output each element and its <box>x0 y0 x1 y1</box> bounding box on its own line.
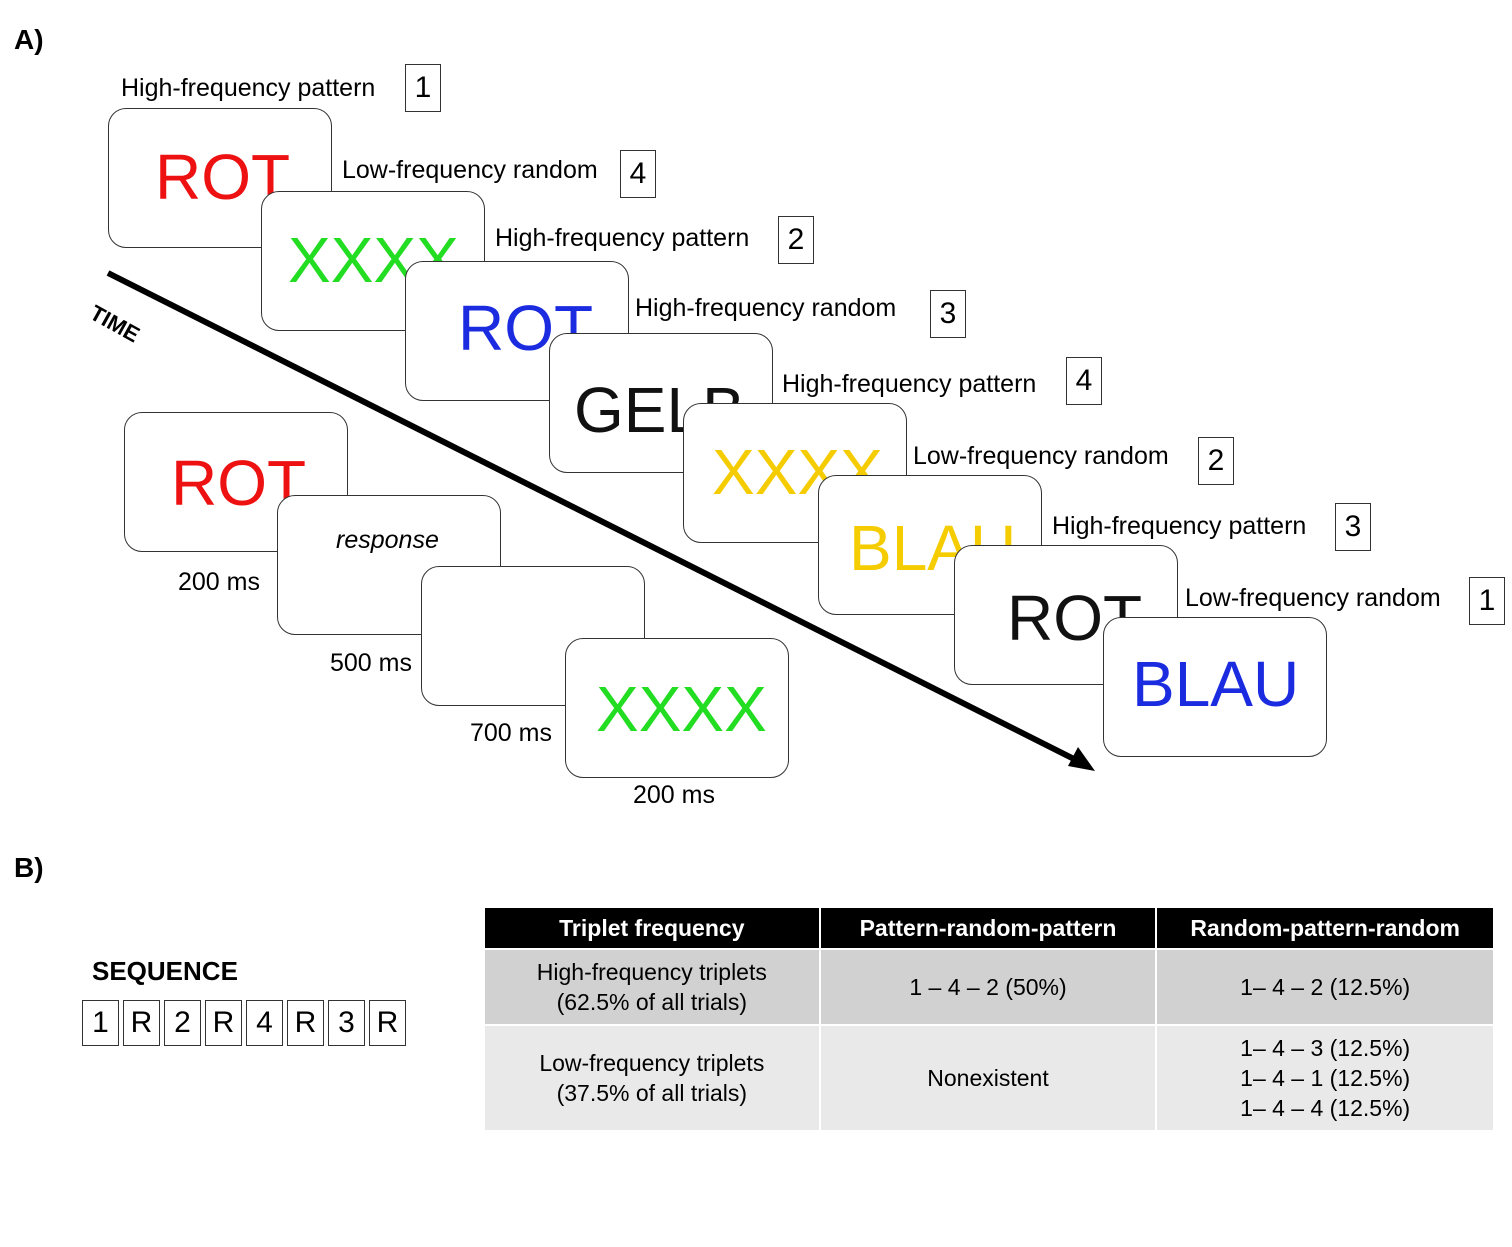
cell-line: 1– 4 – 3 (12.5%) <box>1240 1035 1411 1061</box>
table-cell: 1– 4 – 3 (12.5%) 1– 4 – 1 (12.5%) 1– 4 –… <box>1156 1024 1493 1130</box>
stimulus-number: 1 <box>405 64 441 112</box>
sequence-title: SEQUENCE <box>92 956 238 986</box>
cell-line: High-frequency triplets <box>536 959 767 985</box>
time-arrow <box>106 270 1095 771</box>
table-cell: High-frequency triplets (62.5% of all tr… <box>485 948 821 1025</box>
sequence-row: 1 R 2 R 4 R 3 R <box>82 1000 406 1046</box>
stimulus-caption: High-frequency random <box>635 294 897 322</box>
cell-line: 1 – 4 – 2 (50%) <box>909 974 1067 1000</box>
stimulus-card: BLAU <box>1103 617 1327 757</box>
stimulus-card: ROT <box>405 261 629 401</box>
sequence-item: 1 <box>82 1000 119 1046</box>
cell-line: (37.5% of all trials) <box>556 1080 748 1106</box>
cell-line: Nonexistent <box>927 1065 1049 1091</box>
stimulus-word: BLAU <box>1132 648 1300 720</box>
sequence-item: 2 <box>164 1000 201 1046</box>
stimulus-caption: Low-frequency random <box>1185 584 1441 612</box>
sequence-item: R <box>369 1000 406 1046</box>
response-label: response <box>336 526 439 554</box>
cell-line: 1– 4 – 4 (12.5%) <box>1240 1095 1411 1121</box>
duration-label: 200 ms <box>633 781 715 809</box>
stimulus-number: 4 <box>1066 357 1102 405</box>
cell-line: Low-frequency triplets <box>539 1050 765 1076</box>
duration-label: 500 ms <box>330 649 412 677</box>
sequence-item: 3 <box>328 1000 365 1046</box>
table-cell: 1 – 4 – 2 (50%) <box>819 948 1158 1025</box>
stimulus-number: 4 <box>620 150 656 198</box>
table-cell: 1– 4 – 2 (12.5%) <box>1156 948 1493 1025</box>
next-stimulus-card: XXXX <box>565 638 789 778</box>
sequence-item: R <box>287 1000 324 1046</box>
table-header-row: Triplet frequency Pattern-random-pattern… <box>485 908 1493 949</box>
triplet-table: Triplet frequency Pattern-random-pattern… <box>485 908 1493 1130</box>
duration-label: 700 ms <box>470 719 552 747</box>
stimulus-number: 3 <box>930 290 966 338</box>
sequence-item: R <box>123 1000 160 1046</box>
stimulus-number: 2 <box>1198 437 1234 485</box>
stimulus-caption: Low-frequency random <box>342 156 598 184</box>
table-row: High-frequency triplets (62.5% of all tr… <box>485 948 1493 1025</box>
stimulus-caption: High-frequency pattern <box>495 224 750 252</box>
cell-line: 1– 4 – 1 (12.5%) <box>1240 1065 1411 1091</box>
table-header: Random-pattern-random <box>1156 908 1493 949</box>
stimulus-caption: Low-frequency random <box>913 442 1169 470</box>
table-header: Pattern-random-pattern <box>819 908 1158 949</box>
cell-line: 1– 4 – 2 (12.5%) <box>1240 974 1411 1000</box>
next-stimulus-word: XXXX <box>596 673 767 745</box>
sequence-item: R <box>205 1000 242 1046</box>
duration-label: 200 ms <box>178 568 260 596</box>
stimulus-number: 1 <box>1469 577 1505 625</box>
stimulus-caption: High-frequency pattern <box>782 370 1037 398</box>
table-cell: Low-frequency triplets (37.5% of all tri… <box>485 1024 821 1130</box>
stimulus-number: 2 <box>778 216 814 264</box>
table-header: Triplet frequency <box>485 908 821 949</box>
table-row: Low-frequency triplets (37.5% of all tri… <box>485 1024 1493 1130</box>
panel-b-label: B) <box>14 852 44 883</box>
table-cell: Nonexistent <box>819 1024 1158 1130</box>
panel-a-label: A) <box>14 24 44 55</box>
stimulus-caption: High-frequency pattern <box>1052 512 1307 540</box>
cell-line: (62.5% of all trials) <box>556 989 748 1015</box>
sequence-item: 4 <box>246 1000 283 1046</box>
stimulus-caption: High-frequency pattern <box>121 74 376 102</box>
stimulus-number: 3 <box>1335 503 1371 551</box>
